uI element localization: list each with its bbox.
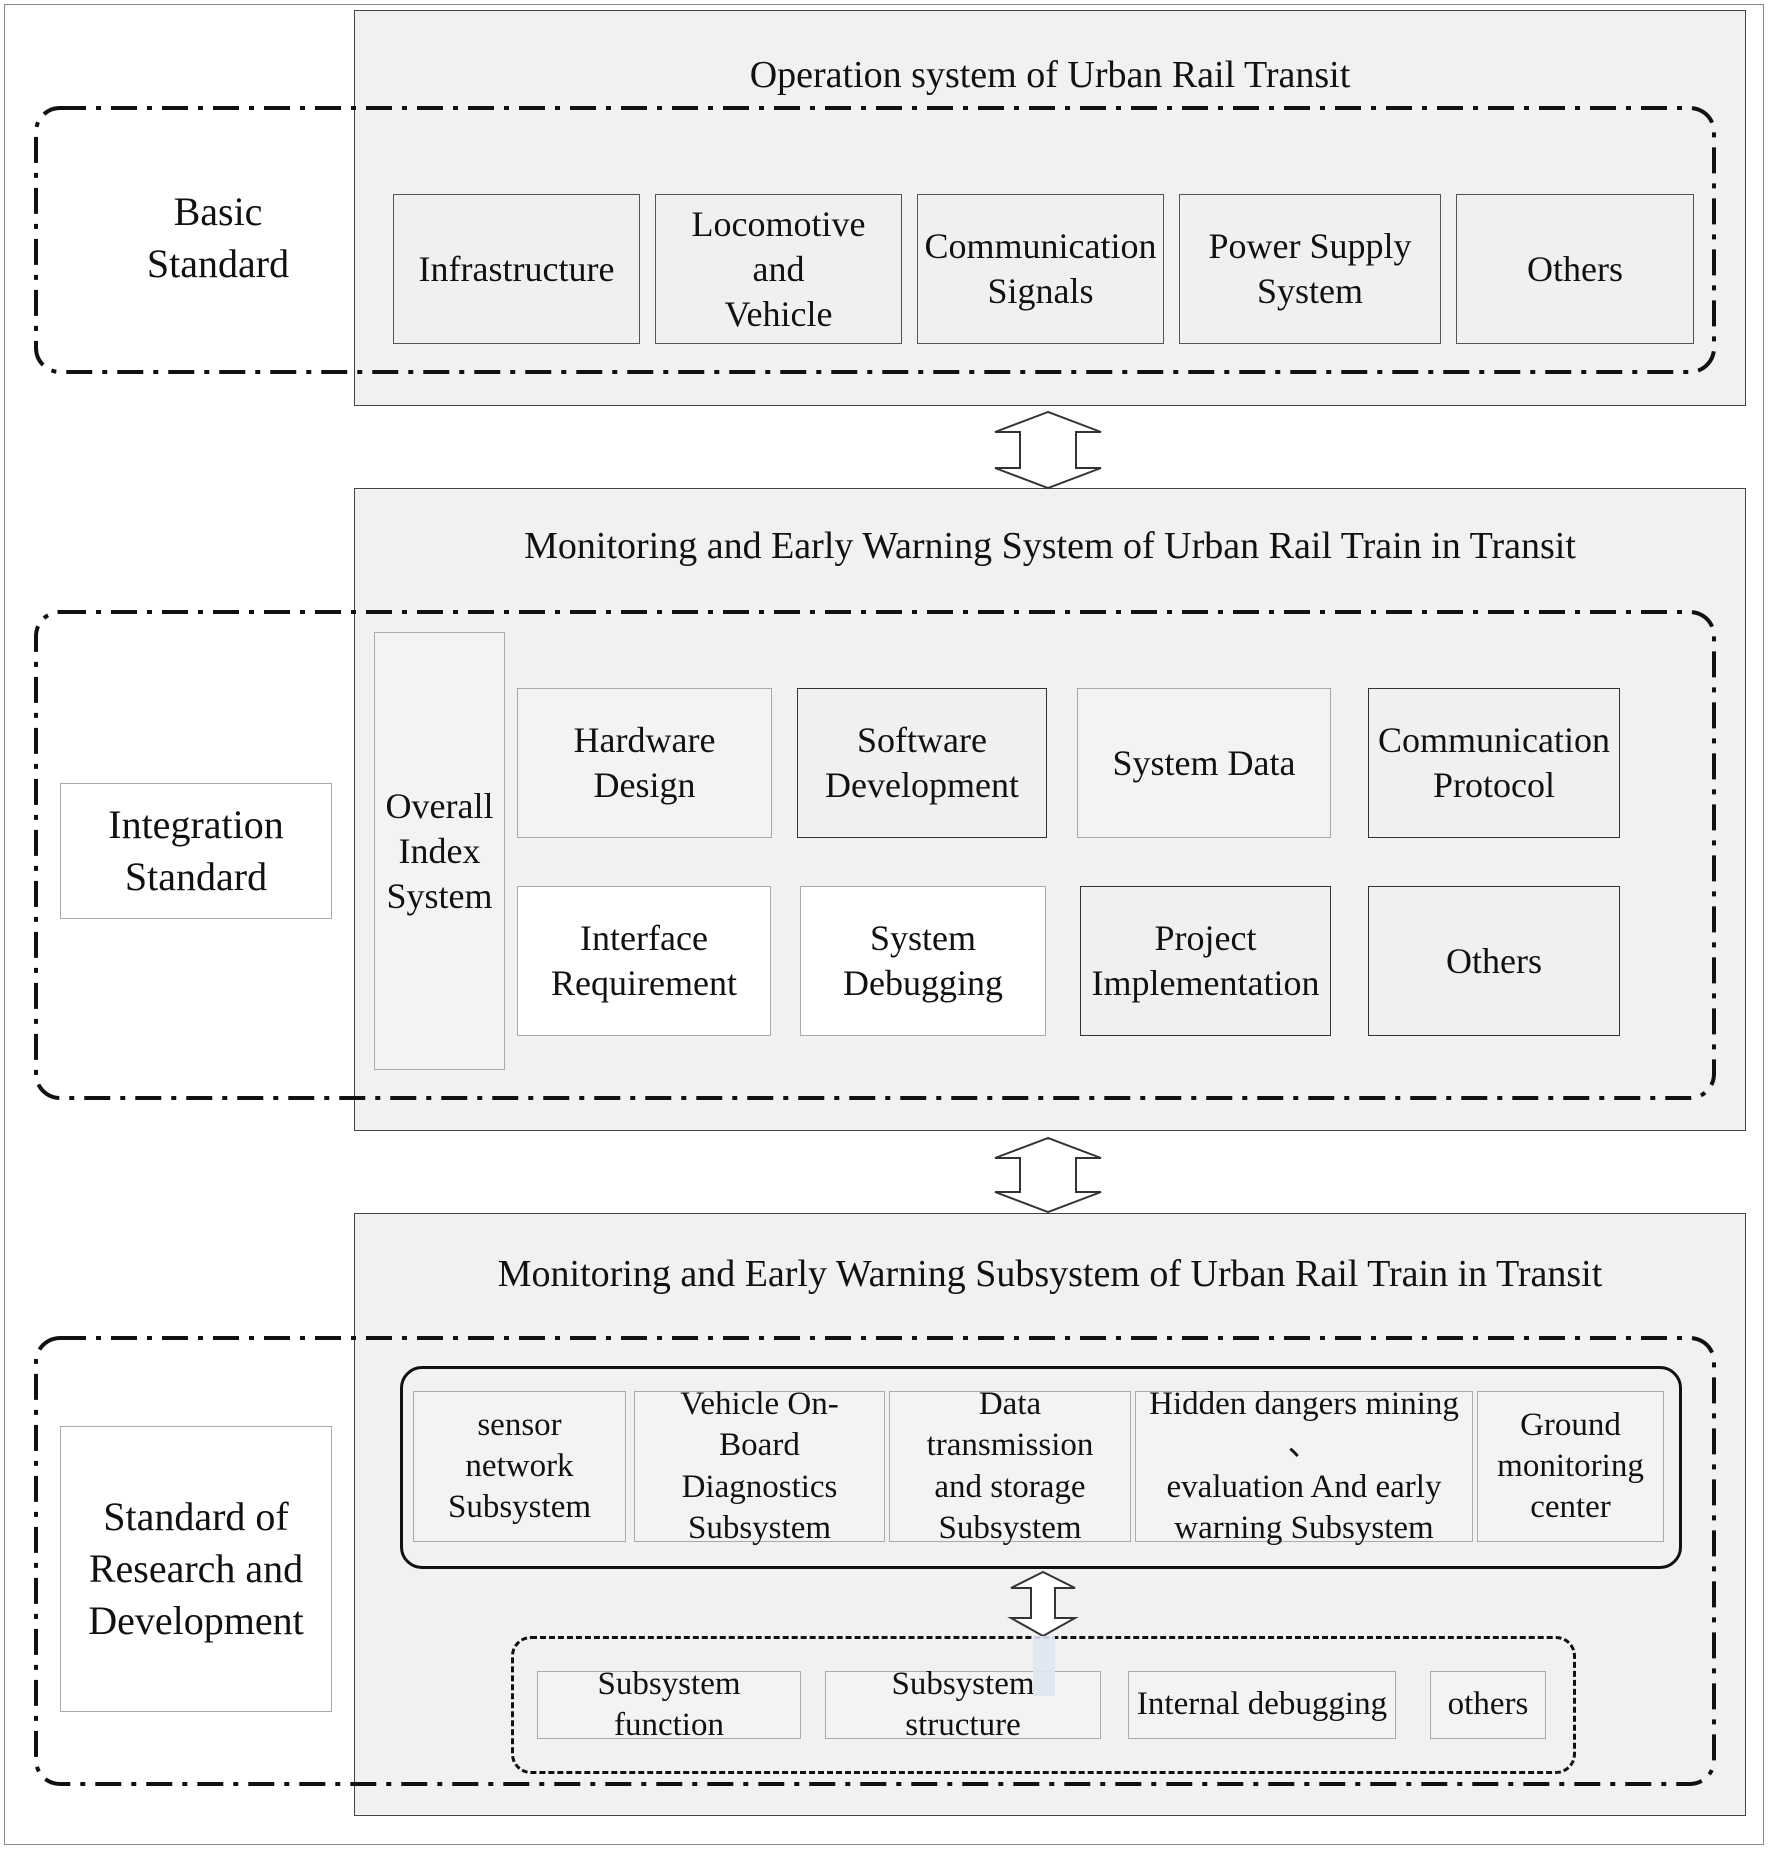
double-arrow-icon (994, 410, 1102, 490)
infrastructure-box: Infrastructure (393, 194, 640, 344)
panel-title: Monitoring and Early Warning System of U… (524, 525, 1576, 567)
others-box: Others (1456, 194, 1694, 344)
double-arrow-icon (1007, 1570, 1079, 1638)
system-data-box: System Data (1077, 688, 1331, 838)
others-box: others (1430, 1671, 1546, 1739)
outer-border (4, 4, 1764, 1845)
basic-standard-group-outline (34, 106, 1716, 374)
integration-standard-group-outline (34, 610, 1716, 1100)
panel-title: Operation system of Urban Rail Transit (749, 54, 1351, 96)
double-arrow-icon (994, 1136, 1102, 1214)
subsystems-container (400, 1366, 1682, 1569)
panel-title: Monitoring and Early Warning Subsystem o… (497, 1253, 1603, 1295)
arrow-shaft-shadow (1033, 1636, 1055, 1696)
research-standard-group-outline (34, 1336, 1716, 1786)
hardware-design-box: Hardware Design (517, 688, 772, 838)
others-box: Others (1368, 886, 1620, 1036)
hidden-dangers-subsystem-box: Hidden dangers mining 、evaluation And ea… (1135, 1386, 1473, 1546)
subsystem-function-box: Subsystem function (537, 1666, 801, 1743)
internal-debugging-box: Internal debugging (1128, 1671, 1396, 1739)
